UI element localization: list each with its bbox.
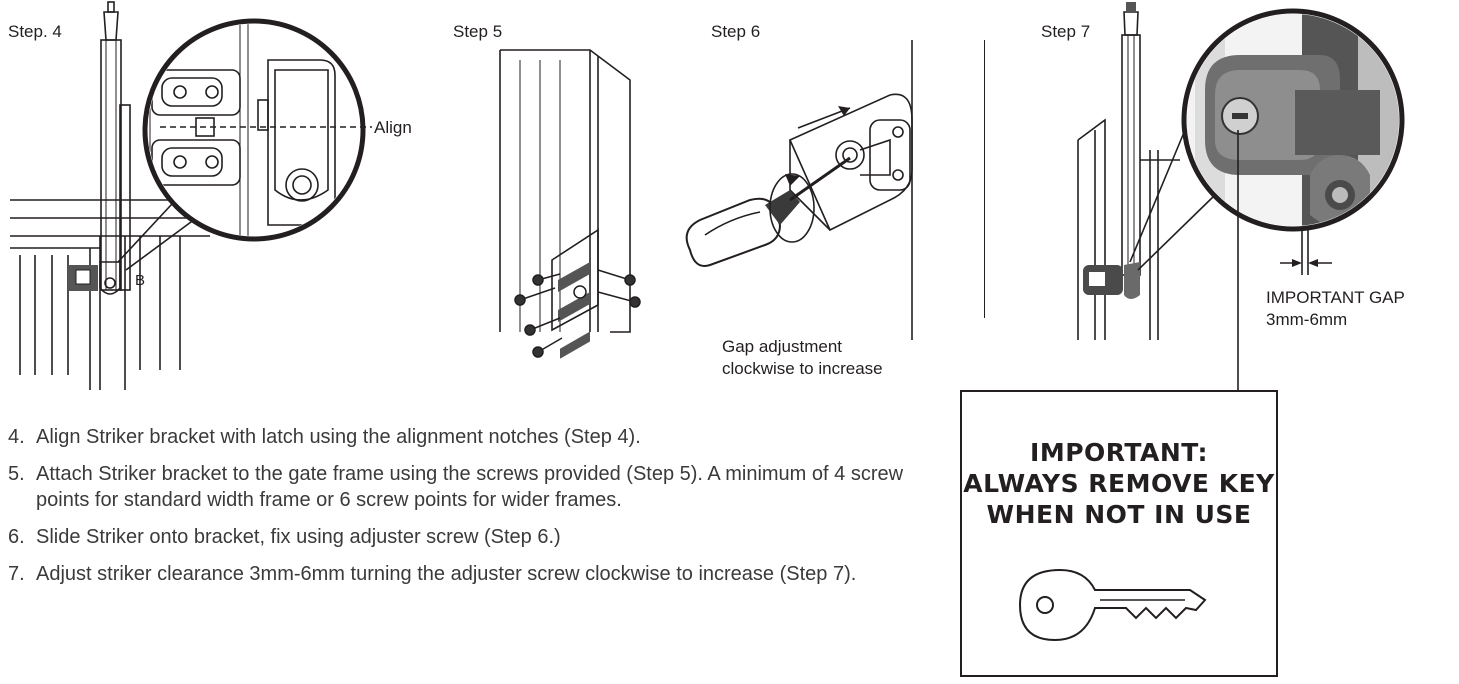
instruction-text: Align Striker bracket with latch using t… [36, 426, 641, 448]
instruction-number: 6. [8, 526, 25, 548]
gap-adjust-note-line-2: clockwise to increase [722, 359, 883, 378]
step-5-label: Step 5 [453, 22, 503, 41]
step-6-illustration [685, 40, 913, 340]
important-gap-label-line-1: IMPORTANT GAP [1266, 288, 1405, 307]
instruction-list: 4. Align Striker bracket with latch usin… [8, 424, 948, 598]
instruction-item: 6. Slide Striker onto bracket, fix using… [8, 524, 948, 550]
warning-text: IMPORTANT: ALWAYS REMOVE KEY WHEN NOT IN… [962, 437, 1276, 530]
warning-line-2: ALWAYS REMOVE KEY [963, 469, 1275, 498]
step-4-illustration [10, 1, 372, 390]
instruction-number: 4. [8, 426, 25, 448]
align-callout: Align [374, 118, 412, 137]
step-divider [984, 40, 985, 318]
step-7-illustration [1077, 2, 1405, 390]
instruction-text: Attach Striker bracket to the gate frame… [36, 463, 904, 511]
warning-line-1: IMPORTANT: [1030, 438, 1208, 467]
instruction-item: 5. Attach Striker bracket to the gate fr… [8, 461, 948, 513]
instruction-number: 7. [8, 563, 25, 585]
step-6-label: Step 6 [711, 22, 761, 41]
key-warning-box: IMPORTANT: ALWAYS REMOVE KEY WHEN NOT IN… [960, 390, 1278, 677]
warning-line-3: WHEN NOT IN USE [986, 500, 1252, 529]
instruction-number: 5. [8, 463, 25, 485]
step-5-illustration [499, 49, 641, 359]
instruction-item: 7. Adjust striker clearance 3mm-6mm turn… [8, 561, 948, 587]
key-icon [1018, 568, 1207, 642]
gap-adjust-note-line-1: Gap adjustment [722, 337, 843, 356]
step-7-label: Step 7 [1041, 22, 1091, 41]
step-4-label: Step. 4 [8, 22, 62, 41]
instruction-text: Slide Striker onto bracket, fix using ad… [36, 526, 561, 548]
important-gap-label-line-2: 3mm-6mm [1266, 310, 1348, 329]
instruction-text: Adjust striker clearance 3mm-6mm turning… [36, 563, 857, 585]
instruction-item: 4. Align Striker bracket with latch usin… [8, 424, 948, 450]
b-marker: B [135, 272, 146, 289]
